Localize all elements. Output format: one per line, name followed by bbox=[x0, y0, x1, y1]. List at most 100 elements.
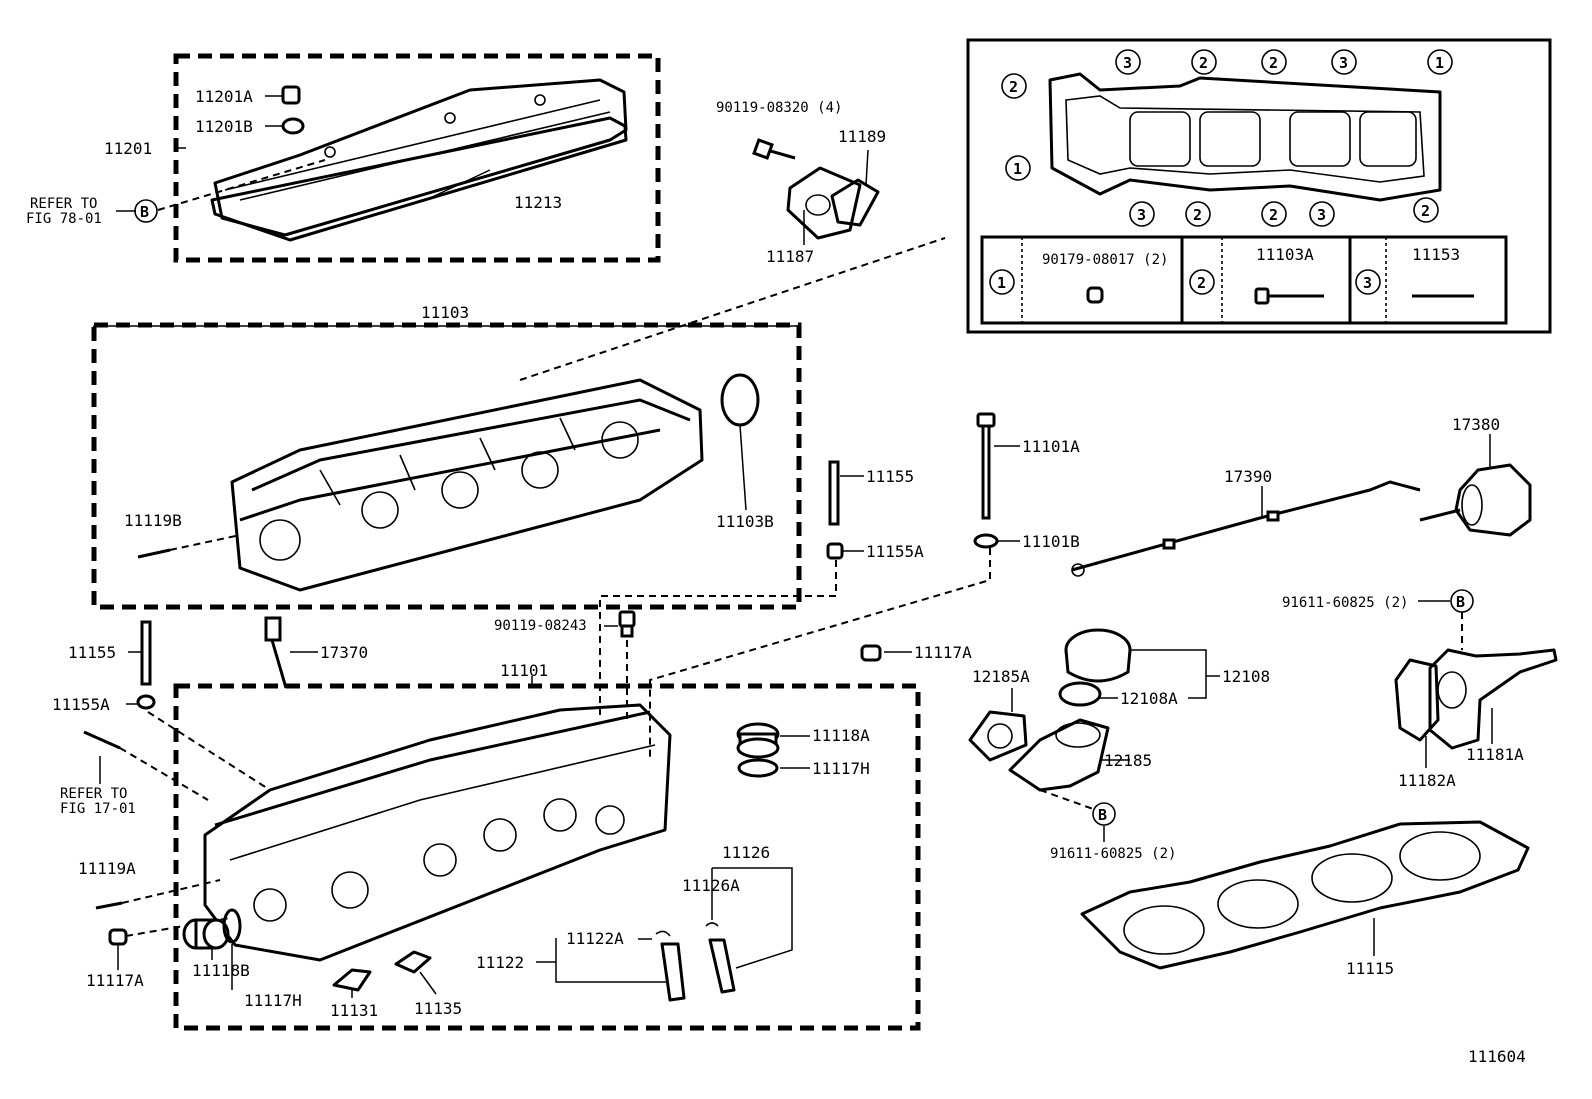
legend-part-11153: 11153 bbox=[1412, 245, 1460, 264]
callout-b-right: B bbox=[1456, 593, 1465, 611]
bolt-location-detail: 3 2 2 3 1 2 1 3 2 2 3 2 bbox=[966, 38, 1552, 334]
water-inlet-11181A bbox=[1428, 648, 1558, 750]
label-11155A-top: 11155A bbox=[866, 542, 924, 561]
camshaft-housing bbox=[230, 378, 704, 592]
valve-guide-11126 bbox=[708, 938, 736, 994]
gasket-11131 bbox=[332, 968, 372, 992]
bypass-outlet-11187 bbox=[786, 166, 862, 240]
legend-marker-2: 2 bbox=[1197, 274, 1206, 292]
stud-fig-17-01 bbox=[83, 730, 121, 750]
intake-gasket-outline bbox=[1048, 72, 1442, 202]
label-11201: 11201 bbox=[104, 139, 152, 158]
marker-bottom-4: 3 bbox=[1317, 206, 1326, 224]
cable-17390 bbox=[1071, 480, 1421, 577]
legend-part-90179-08017: 90179-08017 (2) bbox=[1042, 252, 1168, 268]
marker-row-bottom: 3 2 2 3 2 bbox=[1129, 197, 1439, 227]
label-12108: 12108 bbox=[1222, 667, 1270, 686]
valve-cover bbox=[210, 78, 628, 242]
plug-11117A-bottom bbox=[108, 928, 128, 946]
washer-11101B bbox=[973, 533, 999, 549]
label-11126A: 11126A bbox=[682, 876, 740, 895]
plug-11103B bbox=[720, 373, 760, 427]
label-11101: 11101 bbox=[500, 661, 548, 680]
vacuum-cable-group: 17390 17380 bbox=[1071, 415, 1532, 577]
cap-12108 bbox=[1064, 628, 1132, 683]
label-11126: 11126 bbox=[722, 843, 770, 862]
clip-11122A bbox=[655, 930, 671, 937]
inlet-gasket-11182A bbox=[1394, 658, 1440, 742]
ring-11117H-bottom bbox=[222, 908, 242, 944]
label-12185: 12185 bbox=[1104, 751, 1152, 770]
marker-top-1: 3 bbox=[1123, 54, 1132, 72]
gasket-12108A bbox=[1058, 681, 1102, 707]
plug-11118A bbox=[736, 722, 780, 759]
head-gasket-11115 bbox=[1080, 820, 1530, 970]
refer-to-fig-78-label: REFER TO bbox=[30, 196, 97, 212]
label-91611-60825-upper: 91611-60825 (2) bbox=[1282, 595, 1408, 611]
legend-marker-1: 1 bbox=[997, 274, 1006, 292]
refer-to-fig-17-label-line2: FIG 17-01 bbox=[60, 801, 136, 817]
water-bypass-group: 90119-08320 (4) 11189 11187 bbox=[519, 100, 946, 381]
sensor-17370 bbox=[264, 616, 288, 689]
label-90119-08243: 90119-08243 bbox=[494, 618, 587, 634]
label-17380: 17380 bbox=[1452, 415, 1500, 434]
water-inlet-group: 91611-60825 (2) B 11181A 11182A bbox=[1282, 589, 1558, 790]
stud-11155-left bbox=[140, 620, 152, 686]
label-11187: 11187 bbox=[766, 247, 814, 266]
marker-bottom-3: 2 bbox=[1269, 206, 1278, 224]
legend-part-11103A: 11103A bbox=[1256, 245, 1314, 264]
label-11201A: 11201A bbox=[195, 87, 253, 106]
label-11182A: 11182A bbox=[1398, 771, 1456, 790]
cylinder-head-group: 11101 11118A 11117H 11126 11126A bbox=[60, 661, 921, 1031]
marker-top-2: 2 bbox=[1199, 54, 1208, 72]
plug-11118B bbox=[182, 918, 230, 950]
label-11117H-bottom: 11117H bbox=[244, 991, 302, 1010]
label-11115: 11115 bbox=[1346, 959, 1394, 978]
label-17370: 17370 bbox=[320, 643, 368, 662]
label-11131: 11131 bbox=[330, 1001, 378, 1020]
marker-column-left: 2 1 bbox=[1001, 73, 1031, 181]
label-11135: 11135 bbox=[414, 999, 462, 1018]
washer-11155A-top bbox=[826, 542, 844, 560]
oil-filler-cap bbox=[281, 85, 301, 105]
bolt-11101A bbox=[976, 412, 996, 520]
label-11101B: 11101B bbox=[1022, 532, 1080, 551]
stud-and-washer-top: 11155 11155A 11101A 11101B bbox=[599, 412, 1080, 760]
marker-bottom-2: 2 bbox=[1193, 206, 1202, 224]
refer-to-fig-78-label-line2: FIG 78-01 bbox=[26, 211, 102, 227]
cap-gasket bbox=[281, 117, 305, 135]
marker-row-top: 3 2 2 3 1 bbox=[1115, 49, 1453, 75]
valve-cover-group: 11201A 11201B 11201 11213 REFER TO FIG 7… bbox=[26, 53, 661, 263]
plug-11117A-top bbox=[860, 644, 882, 662]
marker-top-5: 1 bbox=[1435, 54, 1444, 72]
callout-b-lower: B bbox=[1098, 806, 1107, 824]
label-11122: 11122 bbox=[476, 953, 524, 972]
ring-11117H-right bbox=[737, 758, 779, 778]
refer-to-fig-17-label: REFER TO bbox=[60, 786, 127, 802]
water-outlet-group: 12108 12108A 12185A 12185 B 91611-60825 … bbox=[968, 628, 1270, 862]
marker-top-4: 3 bbox=[1339, 54, 1348, 72]
callout-b-upper: B bbox=[140, 203, 149, 221]
pin-11119A bbox=[95, 901, 123, 910]
cylinder-head bbox=[203, 703, 672, 962]
label-11201B: 11201B bbox=[195, 117, 253, 136]
bolt-legend-table: 1 90179-08017 (2) 2 11103A 3 11153 bbox=[980, 235, 1508, 325]
label-91611-60825-lower: 91611-60825 (2) bbox=[1050, 846, 1176, 862]
label-17390: 17390 bbox=[1224, 467, 1272, 486]
label-11181A: 11181A bbox=[1466, 745, 1524, 764]
gasket-11135 bbox=[394, 950, 432, 974]
marker-left-2: 1 bbox=[1013, 160, 1022, 178]
washer-11155A-left bbox=[136, 694, 156, 710]
label-11213: 11213 bbox=[514, 193, 562, 212]
marker-bottom-1: 3 bbox=[1137, 206, 1146, 224]
label-11155A-left: 11155A bbox=[52, 695, 110, 714]
stud-11155-top bbox=[828, 460, 840, 526]
label-11118A: 11118A bbox=[812, 726, 870, 745]
label-11119B: 11119B bbox=[124, 511, 182, 530]
label-11122A: 11122A bbox=[566, 929, 624, 948]
label-11155-left: 11155 bbox=[68, 643, 116, 662]
label-11103B: 11103B bbox=[716, 512, 774, 531]
label-11103: 11103 bbox=[421, 303, 469, 322]
gasket-12185A bbox=[968, 710, 1028, 762]
